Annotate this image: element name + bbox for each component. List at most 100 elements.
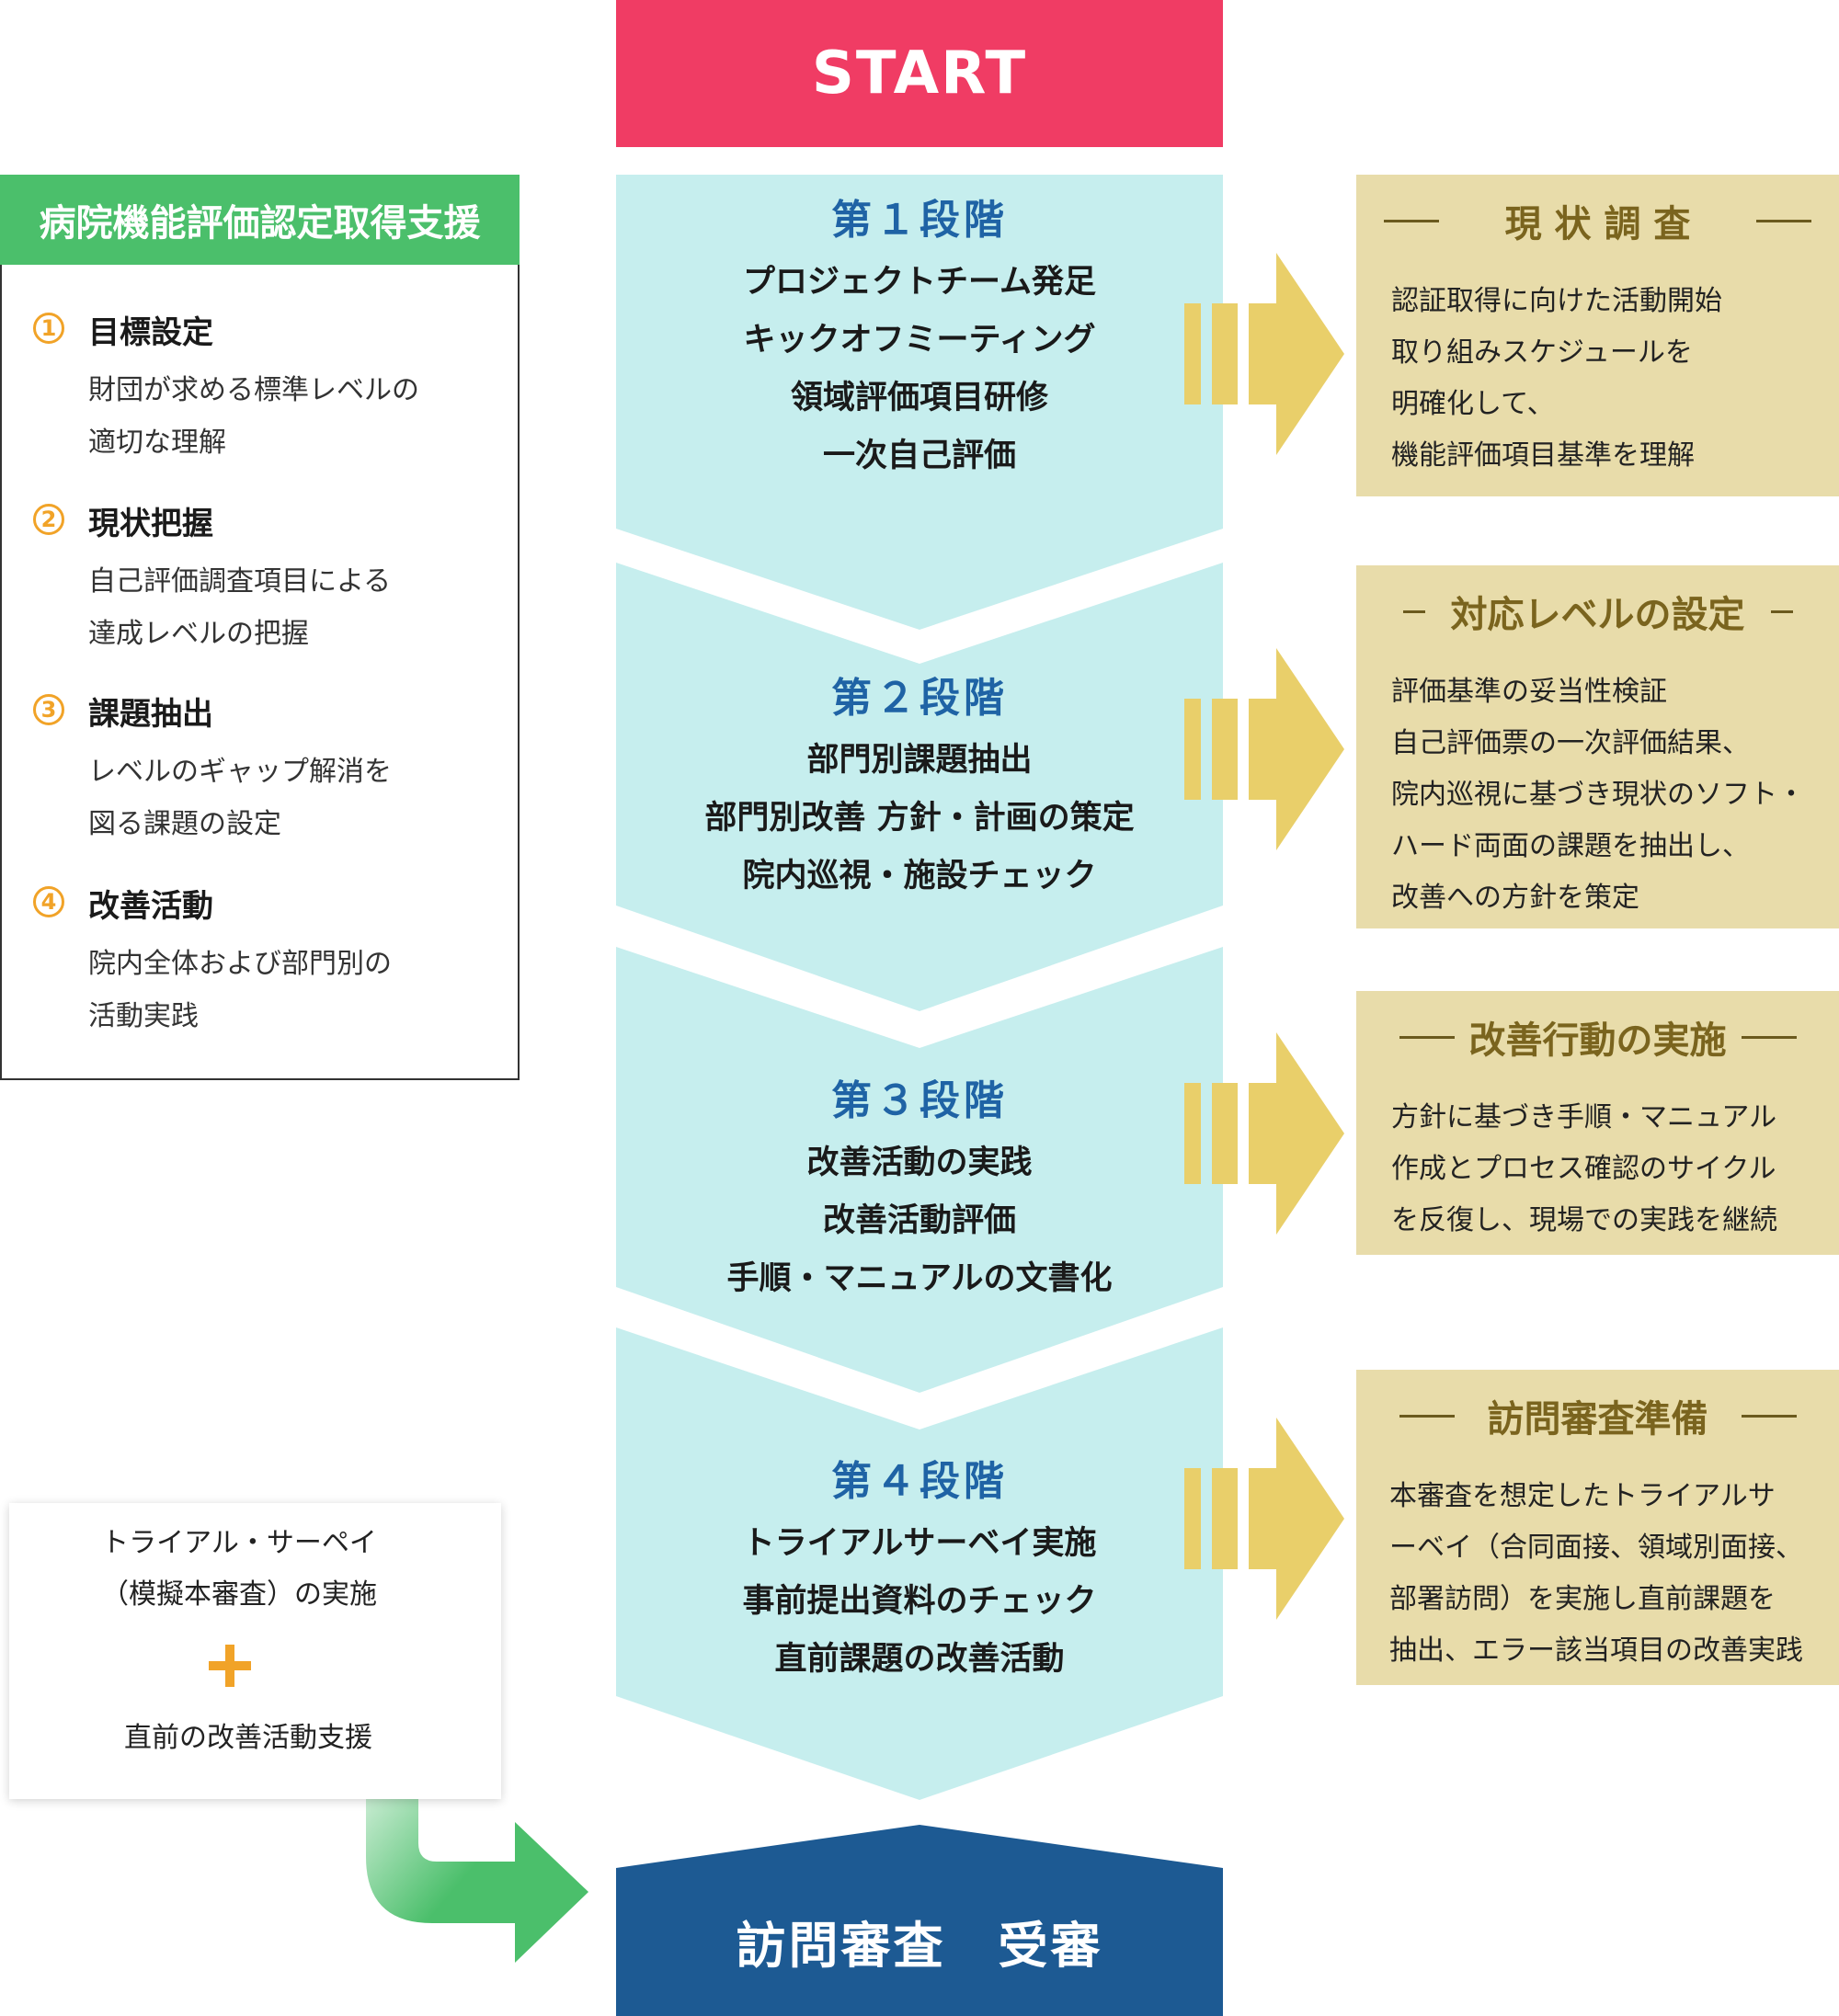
dash-right [1756, 219, 1812, 222]
info-box-line: 改善への方針を策定 [1391, 882, 1639, 914]
info-box-line: 取り組みスケジュールを [1391, 336, 1693, 369]
info-box-body: 認証取得に向けた活動開始 取り組みスケジュールを 明確化して、 機能評価項目基準… [1391, 276, 1722, 482]
stage-1-line-1: プロジェクトチーム発足 [743, 264, 1096, 301]
stage-3-line-3: 手順・マニュアルの文書化 [726, 1260, 1113, 1297]
stage-4-line-1: トライアルサーベイ実施 [742, 1525, 1097, 1562]
support-item-line: 活動実践 [88, 1000, 199, 1032]
support-item-line: レベルのギャップ解消を [88, 756, 392, 788]
info-box-visit-prep: 訪問審査準備 本審査を想定したトライアルサ ーベイ（合同面接、領域別面接、 部署… [1356, 1370, 1839, 1685]
info-box-current-survey: 現 状 調 査 認証取得に向けた活動開始 取り組みスケジュールを 明確化して、 … [1356, 175, 1839, 496]
support-item-line: 院内全体および部門別の [88, 948, 392, 980]
stage-2-line-2: 部門別改善 方針・計画の策定 [704, 800, 1135, 837]
stage-1-title: 第１段階 [831, 197, 1008, 244]
number-4-icon: 4 [33, 886, 64, 917]
stage-1-line-3: 領域評価項目研修 [790, 380, 1048, 416]
info-box-body: 方針に基づき手順・マニュアル 作成とプロセス確認のサイクル を反復し、現場での実… [1391, 1092, 1777, 1247]
support-item-desc: 財団が求める標準レベルの 適切な理解 [88, 364, 419, 469]
support-item-desc: レベルのギャップ解消を 図る課題の設定 [88, 746, 392, 850]
stage-3-text: 第３段階 改善活動の実践 改善活動評価 手順・マニュアルの文書化 [616, 1074, 1223, 1308]
stage-2-chevron [616, 563, 1223, 1011]
stage-1-text: 第１段階 プロジェクトチーム発足 キックオフミーティング 領域評価項目研修 一次… [616, 193, 1223, 485]
info-box-improvement: 改善行動の実施 方針に基づき手順・マニュアル 作成とプロセス確認のサイクル を反… [1356, 991, 1839, 1255]
info-box-line: 本審査を想定したトライアルサ [1389, 1480, 1776, 1512]
info-box-header: 訪問審査準備 [1356, 1390, 1839, 1441]
plus-icon-vertical [225, 1645, 234, 1687]
stage-2-title: 第２段階 [831, 675, 1008, 722]
trial-line-2: （模擬本審査）の実施 [101, 1578, 377, 1611]
support-item-title: 目標設定 [88, 314, 213, 351]
stage-2-line-1: 部門別課題抽出 [806, 742, 1033, 779]
dash-right [1741, 1035, 1797, 1039]
stage-4-chevron [616, 1327, 1223, 1800]
info-box-line: 評価基準の妥当性検証 [1391, 676, 1667, 708]
info-box-line: 抽出、エラー該当項目の改善実践 [1389, 1634, 1803, 1667]
support-item-line: 図る課題の設定 [88, 808, 281, 840]
trial-line-1: トライアル・サーペイ [101, 1527, 377, 1559]
number-3-icon: 3 [33, 694, 64, 725]
support-item-title: 現状把握 [88, 506, 213, 542]
support-item-title: 課題抽出 [88, 696, 213, 733]
info-box-title: 訪問審査準備 [1487, 1398, 1708, 1441]
support-item-line: 適切な理解 [88, 427, 226, 459]
trial-survey-box: トライアル・サーペイ （模擬本審査）の実施 直前の改善活動支援 [9, 1503, 501, 1799]
info-box-line: 院内巡視に基づき現状のソフト・ [1391, 779, 1805, 811]
support-item-line: 達成レベルの把握 [88, 618, 309, 650]
stage-1-line-4: 一次自己評価 [822, 438, 1016, 474]
info-box-line: 自己評価票の一次評価結果、 [1391, 727, 1750, 759]
dash-left [1402, 609, 1425, 613]
dash-right [1741, 1414, 1797, 1418]
info-box-line: ハード両面の課題を抽出し、 [1391, 830, 1750, 862]
trial-line-3: 直前の改善活動支援 [124, 1722, 372, 1754]
support-item-line: 財団が求める標準レベルの [88, 374, 419, 406]
start-label: START [811, 40, 1028, 108]
info-box-title: 改善行動の実施 [1468, 1019, 1727, 1062]
stage-2-text: 第２段階 部門別課題抽出 部門別改善 方針・計画の策定 院内巡視・施設チェック [616, 671, 1223, 905]
stage-3-line-1: 改善活動の実践 [806, 1145, 1033, 1181]
stage-1-chevron [616, 175, 1223, 630]
info-box-body: 評価基準の妥当性検証 自己評価票の一次評価結果、 院内巡視に基づき現状のソフト・… [1391, 666, 1805, 924]
stage-3-arrow [1184, 1032, 1344, 1235]
dash-left [1399, 1035, 1455, 1039]
info-box-level-setting: 対応レベルの設定 評価基準の妥当性検証 自己評価票の一次評価結果、 院内巡視に基… [1356, 565, 1839, 928]
final-box [616, 1825, 1223, 2016]
stage-2-line-3: 院内巡視・施設チェック [742, 858, 1097, 894]
info-box-line: 部署訪問）を実施し直前課題を [1389, 1583, 1776, 1615]
stage-4-title: 第４段階 [831, 1458, 1008, 1505]
info-box-line: 機能評価項目基準を理解 [1391, 439, 1695, 472]
info-box-title: 対応レベルの設定 [1450, 594, 1745, 636]
info-box-line: 認証取得に向けた活動開始 [1391, 285, 1722, 317]
support-title: 病院機能評価認定取得支援 [0, 175, 520, 265]
stage-1-arrow [1184, 253, 1344, 455]
info-box-line: 方針に基づき手順・マニュアル [1391, 1101, 1777, 1133]
info-box-body: 本審査を想定したトライアルサ ーベイ（合同面接、領域別面接、 部署訪問）を実施し… [1389, 1471, 1803, 1677]
info-box-line: ーベイ（合同面接、領域別面接、 [1389, 1532, 1803, 1564]
stage-3-title: 第３段階 [831, 1077, 1008, 1124]
info-box-line: を反復し、現場での実践を継続 [1391, 1204, 1777, 1236]
start-banner: START [616, 0, 1223, 147]
support-item-desc: 院内全体および部門別の 活動実践 [88, 938, 392, 1042]
stage-3-line-2: 改善活動評価 [822, 1202, 1016, 1239]
number-2-icon: 2 [33, 504, 64, 535]
stage-3-chevron [616, 947, 1223, 1393]
support-item-desc: 自己評価調査項目による 達成レベルの把握 [88, 555, 391, 660]
stage-4-line-2: 事前提出資料のチェック [742, 1583, 1097, 1620]
dash-left [1383, 219, 1439, 222]
support-item-title: 改善活動 [88, 888, 213, 925]
dash-right [1770, 609, 1793, 613]
support-panel: 病院機能評価認定取得支援 1 目標設定 財団が求める標準レベルの 適切な理解 2… [0, 175, 520, 1080]
stage-4-arrow [1184, 1418, 1344, 1620]
stage-2-arrow [1184, 648, 1344, 850]
info-box-line: 明確化して、 [1391, 388, 1555, 420]
stage-1-line-2: キックオフミーティング [743, 322, 1096, 359]
stage-4-line-3: 直前課題の改善活動 [774, 1641, 1065, 1678]
support-item-line: 自己評価調査項目による [88, 565, 392, 598]
number-1-icon: 1 [33, 313, 64, 344]
info-box-line: 作成とプロセス確認のサイクル [1391, 1153, 1776, 1185]
info-box-header: 対応レベルの設定 [1356, 586, 1839, 637]
stage-4-text: 第４段階 トライアルサーベイ実施 事前提出資料のチェック 直前課題の改善活動 [616, 1454, 1223, 1689]
final-label: 訪問審査 受審 [736, 1917, 1103, 1975]
info-box-header: 改善行動の実施 [1356, 1011, 1839, 1063]
info-box-title: 現 状 調 査 [1504, 203, 1691, 245]
info-box-header: 現 状 調 査 [1356, 195, 1839, 246]
